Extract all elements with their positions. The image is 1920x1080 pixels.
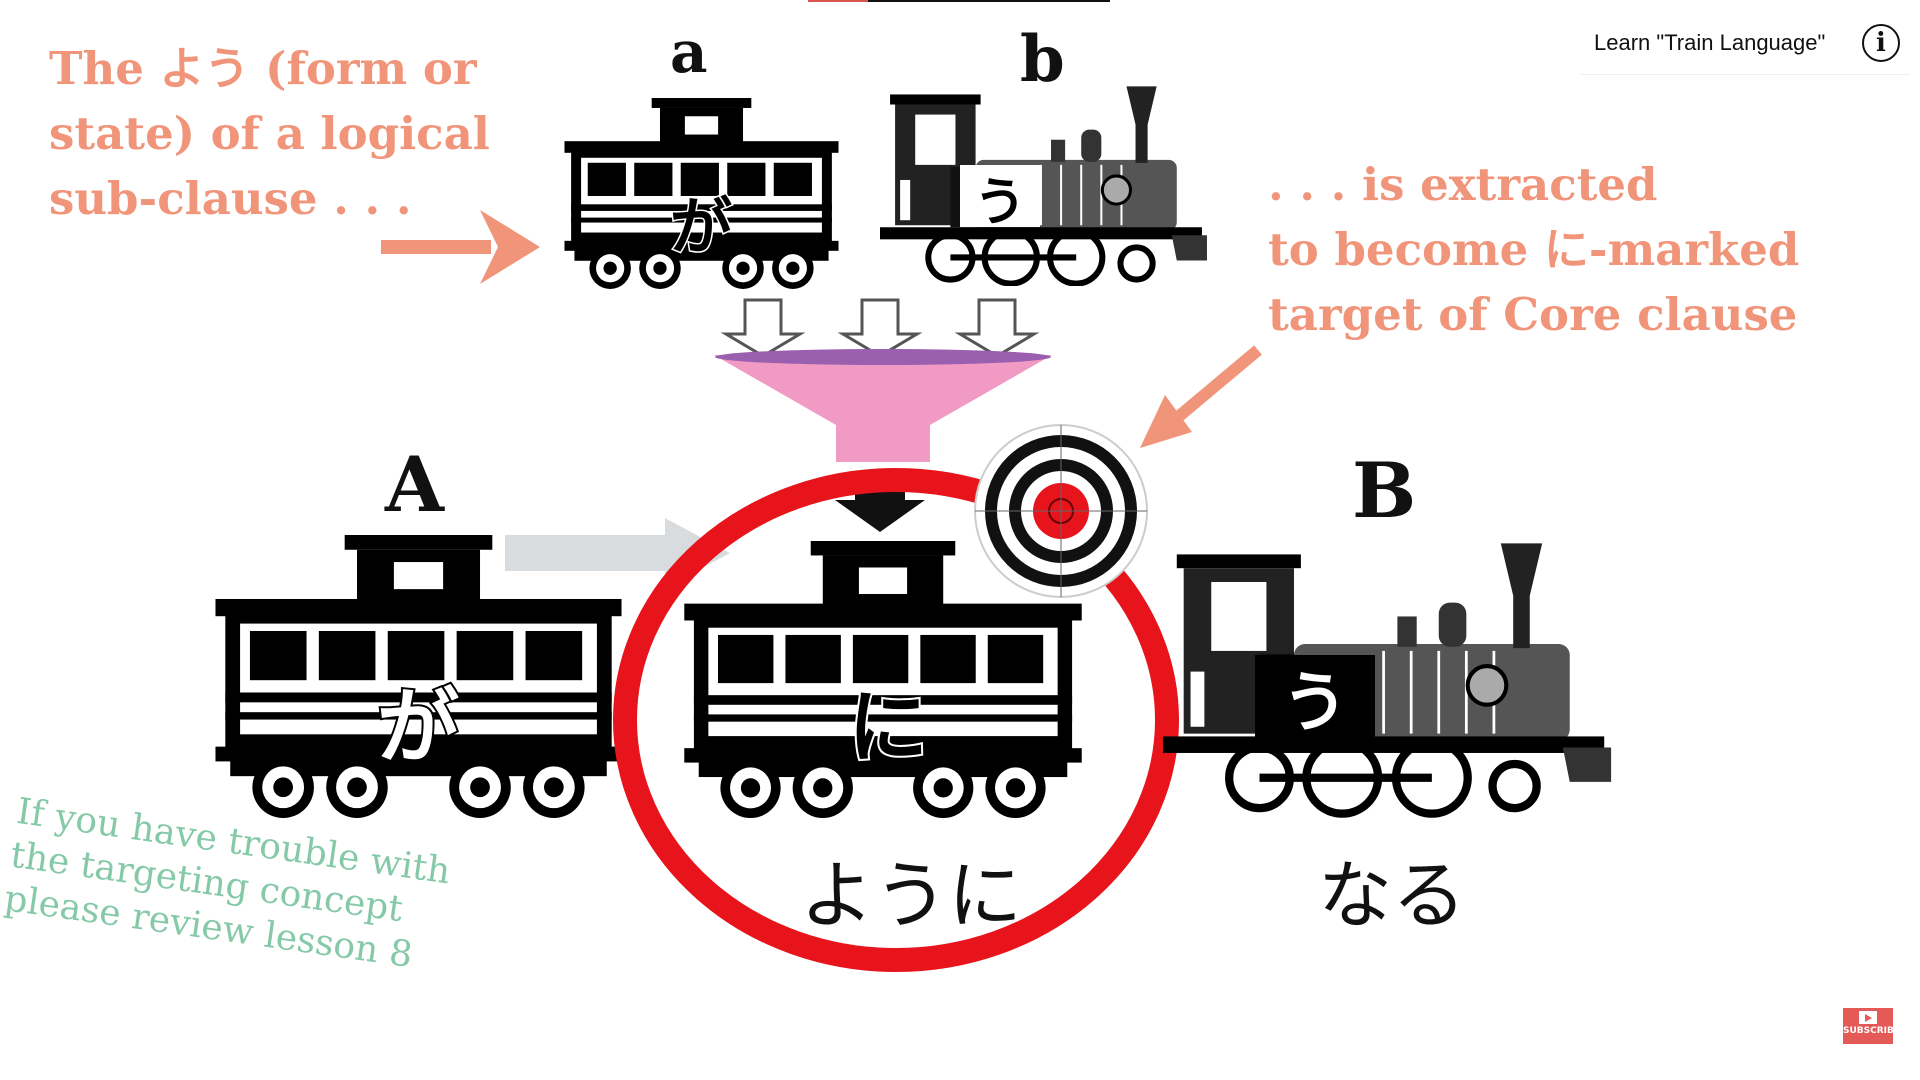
video-progress-bar[interactable] <box>808 0 1110 2</box>
highlight-circle <box>613 468 1179 972</box>
loco-B-kana: う <box>1282 664 1348 741</box>
car-a: が <box>564 98 839 289</box>
locomotive-B: う <box>1163 543 1611 813</box>
orange-arrow-right <box>381 210 540 284</box>
intro-line: The よう (form or <box>49 42 477 95</box>
extract-text: . . . is extracted to become に-marked ta… <box>1268 152 1799 347</box>
label-B: B <box>1352 446 1417 535</box>
naru-label: なる <box>1318 853 1466 939</box>
car-A: が <box>215 535 622 818</box>
subscribe-label: SUBSCRIBE <box>1843 1026 1901 1036</box>
car-ni-kana: に <box>848 681 928 774</box>
subscribe-button[interactable]: SUBSCRIBE <box>1843 1008 1901 1044</box>
intro-text: The よう (form or state) of a logical sub-… <box>49 36 490 231</box>
funnel-icon <box>714 349 1052 462</box>
divider <box>1580 74 1910 75</box>
down-arrows <box>720 298 1040 358</box>
car-ni: に <box>684 541 1082 818</box>
label-b: b <box>1020 22 1065 97</box>
youni-label: ように <box>800 853 1022 939</box>
info-icon[interactable]: i <box>1862 24 1900 62</box>
intro-line: state) of a logical <box>49 107 490 160</box>
channel-title[interactable]: Learn "Train Language" <box>1594 30 1826 55</box>
play-icon <box>1859 1011 1877 1024</box>
loco-b-kana: う <box>974 173 1026 233</box>
extract-line: target of Core clause <box>1268 288 1798 341</box>
extract-line: to become に-marked <box>1268 223 1800 276</box>
target-icon <box>974 424 1148 598</box>
extract-line: . . . is extracted <box>1268 158 1658 211</box>
orange-arrow-to-target <box>1140 345 1262 448</box>
progress-played <box>808 0 869 2</box>
locomotive-b: う <box>880 86 1207 283</box>
car-A-kana: が <box>377 680 459 775</box>
label-a: a <box>670 18 708 86</box>
label-A: A <box>385 440 444 529</box>
intro-line: sub-clause . . . <box>49 172 412 225</box>
car-a-kana: が <box>670 190 732 263</box>
